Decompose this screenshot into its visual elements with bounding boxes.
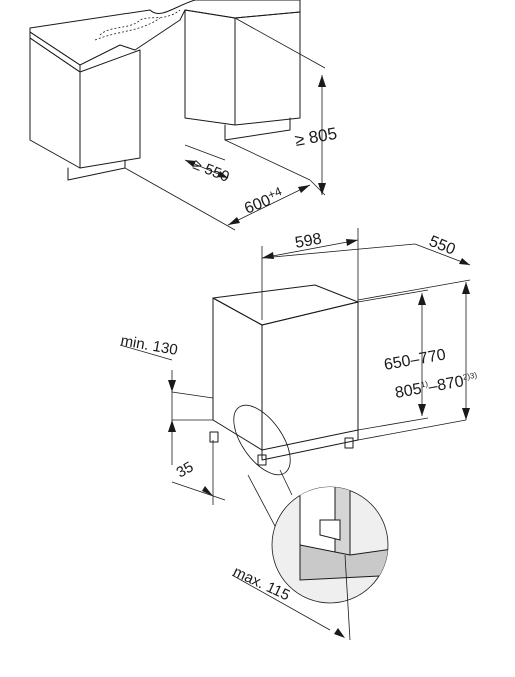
total-height-label: 8051)–8702)3) (394, 371, 480, 402)
appliance-depth-label: 550 (427, 233, 458, 259)
detail-magnification: max. 115 (230, 486, 389, 641)
niche-height-label: ≥ 805 (293, 124, 338, 150)
niche-width-label: 600+4 (241, 184, 286, 218)
door-height-label: 650–770 (383, 346, 447, 374)
right-cabinet (184, 9, 236, 126)
min-clearance-label: min. 130 (119, 332, 179, 359)
left-cabinet (29, 37, 81, 169)
countertop (29, 0, 301, 66)
kitchen-niche-drawing: ≥ 805 ≥ 550 600+4 (29, 0, 338, 231)
niche-depth-label: ≥ 550 (191, 156, 232, 186)
plinth-offset-label: 35 (174, 458, 197, 481)
appliance-front (261, 301, 359, 451)
appliance-width-label: 598 (294, 231, 323, 252)
